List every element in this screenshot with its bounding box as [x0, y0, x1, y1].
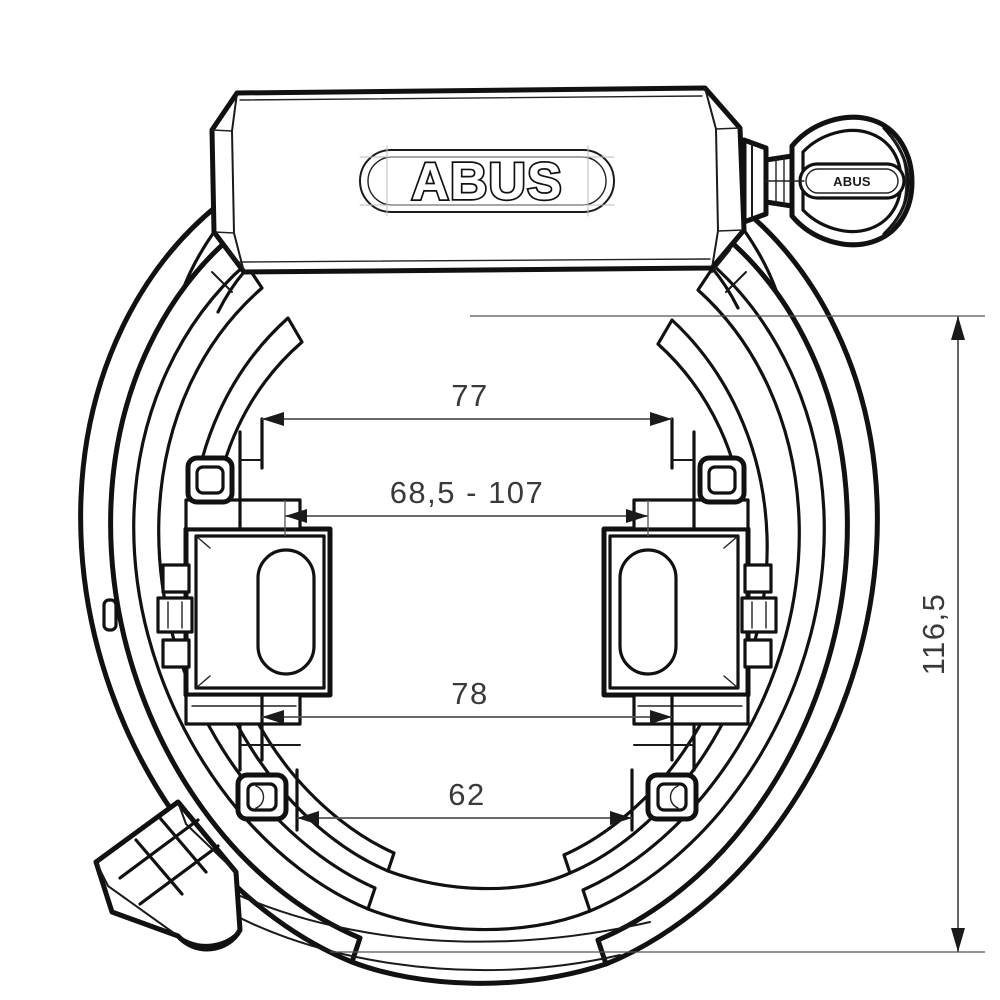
- left-ring-nub: [102, 598, 118, 632]
- abus-logo-plate: ABUS: [359, 145, 615, 217]
- arrow-right-78: [650, 710, 672, 724]
- flank-panel-left: [238, 417, 301, 832]
- dimension-685-107: 68,5 - 107: [284, 475, 649, 536]
- fixing-eye-lower-right: [645, 772, 699, 822]
- arrow-top-1165: [951, 316, 965, 340]
- dimension-77: 77: [262, 378, 672, 426]
- arrow-left-62: [297, 811, 319, 825]
- fixing-eye-upper-right: [697, 455, 747, 505]
- dimension-label-1165: 116,5: [916, 593, 951, 676]
- dimension-label-62: 62: [448, 777, 485, 812]
- arrow-right-62: [610, 811, 632, 825]
- lock-mid-ring: [132, 262, 826, 913]
- mount-slot-right: [618, 548, 678, 676]
- mount-bracket-right: [601, 498, 778, 726]
- mount-bracket-left: [156, 498, 333, 726]
- dimension-label-78: 78: [451, 676, 488, 711]
- arrow-right-107: [626, 509, 648, 523]
- arrow-bottom-1165: [951, 928, 965, 952]
- mount-slot-left: [256, 548, 316, 676]
- dimension-78: 78: [262, 676, 672, 724]
- dimension-label-77: 77: [451, 378, 488, 413]
- chain-adapter-block: [93, 799, 243, 952]
- arrow-left-78: [262, 710, 284, 724]
- dimension-1165: 116,5: [330, 315, 985, 953]
- dimension-label-685-107: 68,5 - 107: [390, 475, 545, 510]
- key-abus-wordmark: ABUS: [833, 174, 871, 189]
- fixing-eye-lower-left: [235, 772, 289, 822]
- arrow-left-77: [262, 412, 284, 426]
- dimension-layer: 77 68,5 - 107 78: [262, 315, 985, 953]
- flank-panel-right: [630, 417, 696, 832]
- arrow-left-685: [285, 509, 307, 523]
- dimension-62: 62: [297, 777, 632, 825]
- key-oval-badge: ABUS: [798, 162, 906, 200]
- key-badge-inner: [805, 168, 899, 194]
- abus-wordmark: ABUS: [411, 153, 562, 211]
- arrow-right-77: [650, 412, 672, 426]
- key-assembly: ABUS: [741, 114, 915, 248]
- fixing-eye-upper-left: [185, 455, 235, 505]
